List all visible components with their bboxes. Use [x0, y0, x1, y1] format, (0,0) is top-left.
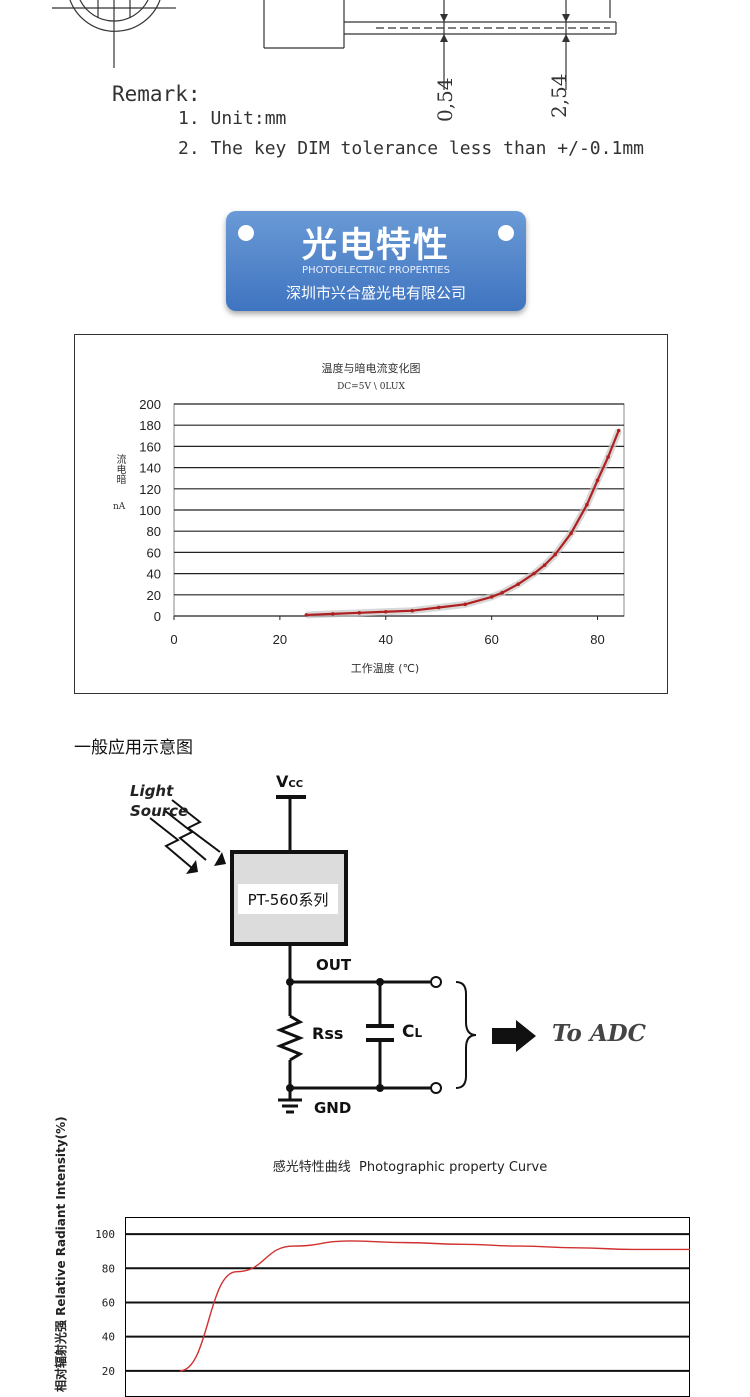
- chart1-ytick-label: 160: [139, 439, 161, 454]
- chart1-ytick-label: 60: [147, 545, 161, 560]
- cl-label: CL: [402, 1022, 422, 1042]
- vcc-sub: CC: [288, 779, 304, 790]
- remark-item-2: 2. The key DIM tolerance less than +/-0.…: [178, 138, 644, 159]
- chart2-ytick-label: 20: [102, 1365, 115, 1378]
- out-label: OUT: [316, 956, 352, 974]
- banner-title: 光电特性: [301, 226, 450, 266]
- chart1-series-line: [306, 430, 620, 617]
- chart1-data-point: [569, 531, 573, 536]
- chart1-ytick-label: 80: [147, 524, 161, 539]
- chart2-ytick-label: 40: [102, 1331, 115, 1344]
- gnd-label: GND: [314, 1099, 352, 1117]
- chart1-data-point: [436, 605, 441, 610]
- dark-current-chart: 0 20 40 60 80 100 120 140 160 180 200 0 20 40 60 80: [139, 397, 625, 647]
- to-adc-arrow-icon: [492, 1020, 536, 1052]
- to-adc-label: To ADC: [552, 1020, 646, 1047]
- device-label: PT-560系列: [247, 891, 329, 909]
- light-arrows-icon: [149, 799, 221, 869]
- banner-subtitle: PHOTOELECTRIC PROPERTIES: [302, 265, 450, 276]
- banner-company: 深圳市兴合盛光电有限公司: [285, 284, 466, 302]
- section-app-title: 一般应用示意图: [74, 738, 193, 758]
- chart1-ytick-label: 120: [139, 482, 161, 497]
- dimension-0-54: 0,54: [433, 77, 457, 122]
- chart1-xtick-label: 0: [170, 632, 177, 647]
- chart1-ytick-label: 40: [147, 567, 161, 582]
- resistor-icon: [275, 1014, 305, 1062]
- chart1-ytick-label: 180: [139, 418, 161, 433]
- chart1-data-point: [616, 428, 621, 433]
- chart1-xlabel: 工作温度 (℃): [350, 662, 420, 675]
- chart1-data-point: [595, 478, 600, 483]
- light-source-label-2: Source: [130, 802, 189, 820]
- chart1-data-point: [383, 609, 388, 614]
- chart1-data-point: [532, 571, 536, 576]
- vcc-main: V: [276, 772, 289, 791]
- chart1-title: 温度与暗电流变化图: [321, 362, 421, 375]
- section-banner: 光电特性 PHOTOELECTRIC PROPERTIES 深圳市兴合盛光电有限…: [226, 211, 526, 311]
- chart1-data-point: [500, 590, 505, 595]
- chart1-data-point: [357, 611, 362, 615]
- chart1-data-point: [304, 613, 309, 617]
- light-source-label-1: Light: [130, 782, 174, 800]
- chart1-ylabel: 流电暗: [114, 454, 125, 484]
- remark-title: Remark:: [112, 82, 201, 106]
- banner-hole-left: [238, 225, 254, 241]
- mechanical-drawing: 0,54 2,54: [52, 0, 617, 122]
- cl-sub: L: [414, 1026, 423, 1040]
- vcc-label: VCC: [276, 772, 303, 791]
- chart1-data-point: [331, 612, 335, 616]
- ground-icon: [278, 1098, 302, 1114]
- brace-icon: [455, 981, 477, 1089]
- chart1-ytick-label: 100: [139, 503, 161, 518]
- chart1-data-point: [489, 595, 494, 599]
- dimension-2-54: 2,54: [547, 73, 571, 118]
- rss-label: Rss: [312, 1024, 344, 1043]
- chart1-data-point: [463, 602, 467, 607]
- chart1-xtick-label: 40: [379, 632, 393, 647]
- chart2-ytick-label: 60: [102, 1296, 115, 1309]
- chart1-data-point: [542, 563, 547, 567]
- chart1-data-point: [585, 502, 589, 507]
- chart1-ytick-label: 0: [154, 609, 161, 624]
- photographic-curve-chart: 20 40 60 80 100: [95, 1228, 690, 1378]
- chart1-data-point: [410, 608, 415, 613]
- chart1-xtick-label: 60: [484, 632, 498, 647]
- chart2-title: 感光特性曲线 Photographic property Curve: [272, 1160, 548, 1175]
- chart1-subtitle: DC=5V \ 0LUX: [337, 382, 405, 392]
- chart2-series-line: [179, 1240, 690, 1372]
- banner-hole-right: [498, 225, 514, 241]
- chart1-yunit: nA: [113, 502, 126, 512]
- chart1-data-point: [516, 582, 520, 586]
- chart2-ytick-label: 80: [102, 1262, 115, 1275]
- chart1-ytick-label: 20: [147, 588, 161, 603]
- chart1-ytick-label: 200: [139, 397, 161, 412]
- chart1-ytick-label: 140: [139, 461, 161, 476]
- chart1-data-point: [553, 552, 557, 557]
- chart2-ytick-label: 100: [95, 1228, 115, 1241]
- cl-main: C: [402, 1022, 415, 1042]
- remark-item-1: 1. Unit:mm: [178, 108, 287, 129]
- chart1-data-point: [606, 455, 610, 459]
- application-circuit: [149, 795, 536, 1114]
- chart1-xtick-label: 80: [590, 632, 604, 647]
- chart1-xtick-label: 20: [273, 632, 287, 647]
